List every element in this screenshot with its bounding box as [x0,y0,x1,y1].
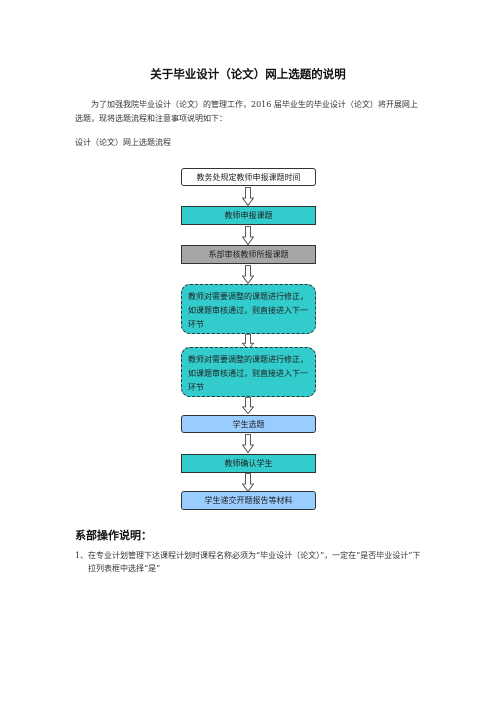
down-arrow-icon [242,473,254,492]
down-arrow-icon [242,434,254,453]
down-arrow-icon [242,397,254,414]
intro-paragraph: 为了加强我院毕业设计（论文）的管理工作，2016 届毕业生的毕业设计（论文）将开… [75,100,418,123]
flow-step-1: 教务处规定教师申报课题时间 [181,168,316,186]
list-item: 1、 在专业计划管理下达课程计划时课程名称必须为“毕业设计（论文）”，一定在“是… [75,549,425,575]
section-heading: 系部操作说明： [75,529,152,542]
flow-section-label: 设计（论文）网上选题流程 [75,138,171,147]
flow-step-8: 学生递交开题报告等材料 [181,491,316,510]
down-arrow-icon [242,334,254,350]
flow-step-6: 学生选题 [181,415,316,433]
flow-step-4: 教师对需要调整的课题进行修正，如课题审核通过，则直接进入下一环节 [181,284,316,334]
down-arrow-icon [242,265,254,284]
flow-step-3: 系部审核教师所报课题 [181,245,316,264]
flow-step-2: 教师申报课题 [181,206,316,225]
down-arrow-icon [242,187,254,206]
document-title: 关于毕业设计（论文）网上选题的说明 [150,67,346,81]
flow-step-7: 教师确认学生 [181,454,316,473]
down-arrow-icon [242,226,254,245]
list-item-text: 在专业计划管理下达课程计划时课程名称必须为“毕业设计（论文）”，一定在“是否毕业… [88,551,421,573]
flow-step-5: 教师对需要调整的课题进行修正，如课题审核通过，则直接进入下一环节 [181,347,316,397]
list-item-number: 1、 [75,551,89,560]
